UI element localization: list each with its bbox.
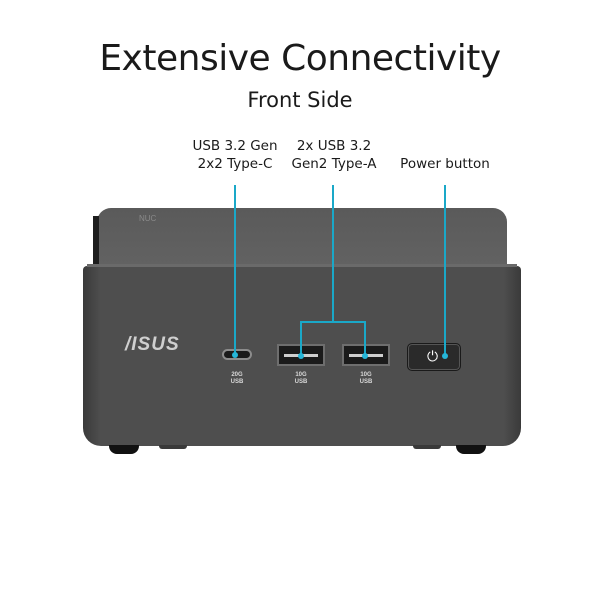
usb-a-port-1-label: 10G USB xyxy=(286,372,316,386)
callout-dot-usb-c xyxy=(232,352,238,358)
mini-pc-device: NUC /ISUS 20G USB 10G USB 10G USB ⏻ xyxy=(83,208,521,454)
callout-dot-power xyxy=(442,353,448,359)
callout-line-usb-c xyxy=(234,185,236,354)
device-foot-right xyxy=(456,445,486,454)
usb-a-2-type: USB xyxy=(359,379,373,385)
callout-line-usb-a-1 xyxy=(300,321,302,355)
usb-a-1-speed: 10G xyxy=(295,372,307,378)
callout-dot-usb-a-2 xyxy=(362,353,368,359)
device-edge xyxy=(87,264,517,267)
power-button[interactable]: ⏻ xyxy=(407,343,461,371)
callout-line-usb-a-bar xyxy=(300,321,366,323)
device-foot-inner-right xyxy=(413,445,441,449)
callout-line-power xyxy=(444,185,446,355)
callout-usb-a-line2: Gen2 Type-A xyxy=(291,156,377,172)
usb-c-type: USB xyxy=(230,379,244,385)
device-foot-left xyxy=(109,445,139,454)
device-top-face: NUC xyxy=(97,208,507,266)
usb-a-port-2-label: 10G USB xyxy=(351,372,381,386)
page-subtitle: Front Side xyxy=(247,88,353,112)
device-side-strip xyxy=(93,216,99,266)
callout-usb-c: USB 3.2 Gen 2x2 Type-C xyxy=(180,137,290,173)
callout-power-line1: Power button xyxy=(400,156,490,172)
usb-a-2-speed: 10G xyxy=(360,372,372,378)
device-foot-inner-left xyxy=(159,445,187,449)
callout-dot-usb-a-1 xyxy=(298,353,304,359)
power-icon: ⏻ xyxy=(427,348,439,364)
usb-a-1-type: USB xyxy=(294,379,308,385)
callout-line-usb-a-stem xyxy=(332,185,334,322)
usb-c-speed: 20G xyxy=(231,372,243,378)
callout-usb-a-line1: 2x USB 3.2 xyxy=(296,138,372,154)
callout-usb-c-line2: 2x2 Type-C xyxy=(197,156,273,172)
usb-c-port-label: 20G USB xyxy=(222,372,252,386)
callout-usb-c-line1: USB 3.2 Gen xyxy=(192,138,278,154)
asus-logo: /ISUS xyxy=(125,334,180,355)
callout-line-usb-a-2 xyxy=(364,321,366,355)
nuc-logo: NUC xyxy=(139,214,157,223)
callout-usb-a: 2x USB 3.2 Gen2 Type-A xyxy=(279,137,389,173)
callout-power: Power button xyxy=(390,155,500,173)
page-title: Extensive Connectivity xyxy=(99,38,501,79)
